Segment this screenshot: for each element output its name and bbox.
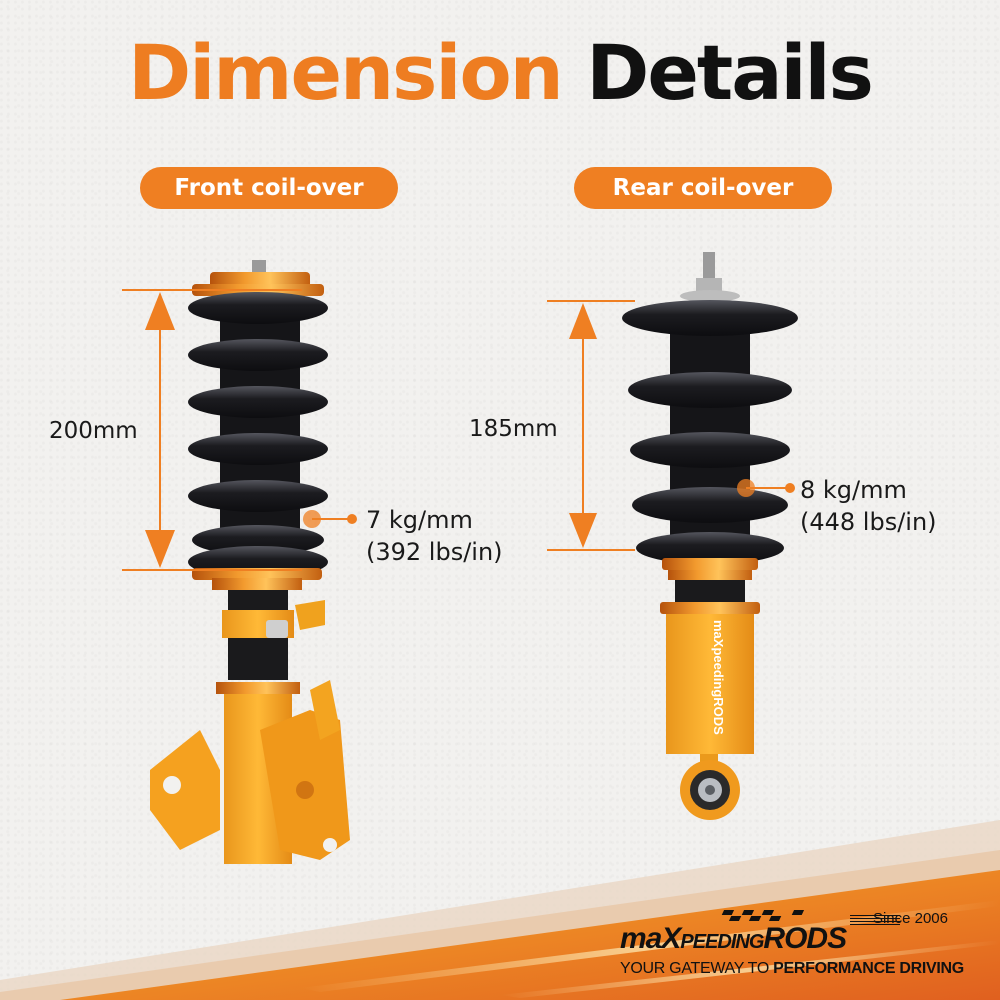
- title-details: Details: [586, 28, 874, 117]
- rear-callout-dot: [785, 483, 795, 493]
- front-coilover-image: [150, 260, 350, 864]
- rear-spring-rate: 8 kg/mm (448 lbs/in): [800, 474, 937, 538]
- rear-dimension-label: 185mm: [469, 416, 558, 442]
- front-dimension-arrow: [122, 289, 302, 571]
- checkered-flag-icon: [721, 910, 805, 921]
- front-spring-rate-lbs: (392 lbs/in): [366, 538, 503, 566]
- front-dimension-label: 200mm: [49, 418, 138, 444]
- speed-lines-icon: [850, 915, 900, 925]
- front-coilover-badge: Front coil-over: [140, 167, 398, 209]
- bottom-swoosh-band: [0, 820, 1000, 1000]
- title-dimension: Dimension: [128, 28, 564, 117]
- rear-callout-line: [746, 487, 788, 489]
- brand-wordmark: maXPEEDINGRODS: [620, 922, 847, 956]
- rear-coilover-image: maXpeedingRODS: [622, 252, 798, 820]
- rear-dimension-arrow: [547, 300, 635, 551]
- rear-spring-rate-kg: 8 kg/mm: [800, 476, 907, 504]
- page-title: Dimension Details: [0, 28, 1000, 118]
- front-spring-rate: 7 kg/mm (392 lbs/in): [366, 504, 503, 568]
- logo-peeding: PEEDING: [680, 931, 764, 953]
- tagline-bold: PERFORMANCE DRIVING: [773, 960, 964, 977]
- front-callout-line: [312, 518, 352, 520]
- shock-body-print: maXpeedingRODS: [711, 620, 726, 735]
- brand-tagline: YOUR GATEWAY TO PERFORMANCE DRIVING: [620, 960, 964, 978]
- tagline-light: YOUR GATEWAY TO: [620, 960, 774, 977]
- front-callout-dot: [347, 514, 357, 524]
- logo-rods: RODS: [763, 922, 847, 955]
- since-label: Since 2006: [872, 910, 948, 927]
- rear-spring-rate-lbs: (448 lbs/in): [800, 508, 937, 536]
- front-spring-rate-kg: 7 kg/mm: [366, 506, 473, 534]
- rear-coilover-badge: Rear coil-over: [574, 167, 832, 209]
- logo-max: maX: [620, 922, 681, 955]
